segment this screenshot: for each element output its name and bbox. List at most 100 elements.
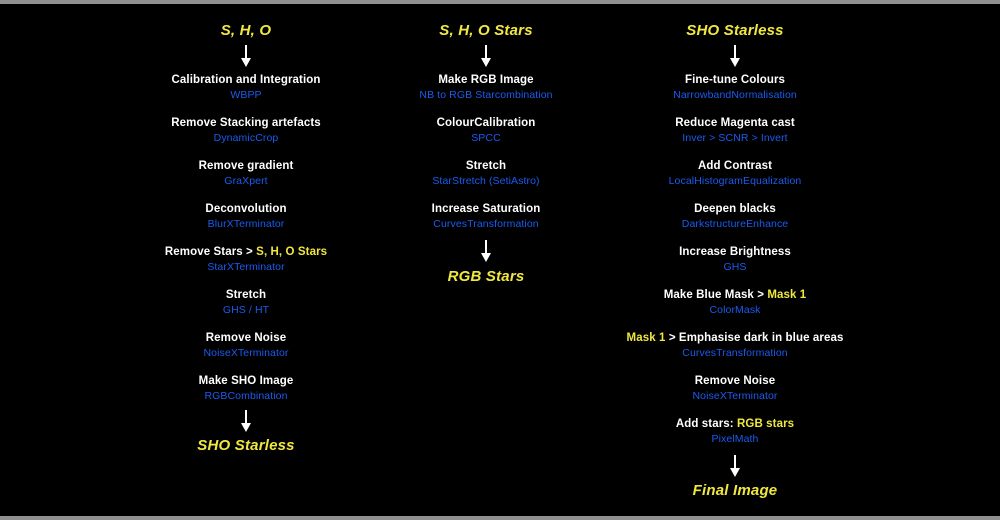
step-label: Remove Noise [692, 375, 777, 387]
step-label-highlight: S, H, O Stars [256, 246, 328, 258]
arrow-head-icon [241, 423, 251, 432]
step-label-text: Increase Brightness [679, 246, 791, 258]
process-step[interactable]: Make Blue Mask > Mask 1 ColorMask [664, 289, 807, 316]
step-label: Mask 1 > Emphasise dark in blue areas [627, 332, 844, 344]
step-label: Make RGB Image [419, 74, 552, 86]
step-label: ColourCalibration [437, 117, 536, 129]
frame-bottom-bar [0, 516, 1000, 520]
flow-arrow-down [729, 45, 741, 67]
step-tool-name[interactable]: WBPP [230, 89, 262, 101]
step-label: Stretch [432, 160, 539, 172]
step-label-text: Remove Stacking artefacts [171, 117, 321, 129]
arrow-shaft [245, 410, 247, 423]
step-tool-name[interactable]: NoiseXTerminator [203, 347, 289, 359]
step-label: Calibration and Integration [171, 74, 320, 86]
flow-arrow-down [240, 45, 252, 67]
step-label: Remove Stars > S, H, O Stars [165, 246, 327, 258]
step-label: Make Blue Mask > Mask 1 [664, 289, 807, 301]
step-label-highlight: Mask 1 [626, 332, 666, 344]
flow-arrow-down [729, 455, 741, 477]
step-tool-name[interactable]: NB to RGB Starcombination [419, 89, 553, 101]
step-tool-name[interactable]: ColorMask [709, 304, 761, 316]
step-tool-name[interactable]: NoiseXTerminator [692, 390, 778, 402]
step-tool-name[interactable]: GHS / HT [222, 304, 270, 316]
step-label-text: Remove Noise [694, 375, 776, 387]
step-label-highlight: Mask 1 [767, 289, 807, 301]
arrow-head-icon [730, 58, 740, 67]
arrow-head-icon [481, 253, 491, 262]
step-label: Reduce Magenta cast [675, 117, 795, 129]
arrow-shaft [485, 240, 487, 253]
step-label-text: Make RGB Image [438, 74, 534, 86]
step-tool-name[interactable]: GHS [723, 261, 747, 273]
step-label-text: Remove Noise [205, 332, 287, 344]
step-tool-name[interactable]: StarXTerminator [207, 261, 285, 273]
stage-output-label: Final Image [692, 482, 778, 499]
step-label: Remove Noise [203, 332, 288, 344]
step-label: Add Contrast [669, 160, 802, 172]
step-label-text: Remove gradient [198, 160, 294, 172]
step-label: Stretch [223, 289, 269, 301]
step-label-text: Fine-tune Colours [684, 74, 786, 86]
step-label: Fine-tune Colours [673, 74, 797, 86]
step-tool-name[interactable]: Inver > SCNR > Invert [682, 132, 788, 144]
stage-header: S, H, O Stars [439, 22, 533, 39]
arrow-shaft [734, 45, 736, 58]
arrow-shaft [485, 45, 487, 58]
step-label: Deepen blacks [682, 203, 788, 215]
step-label: Increase Saturation [432, 203, 541, 215]
step-tool-name[interactable]: NarrowbandNormalisation [673, 89, 797, 101]
step-label: Remove gradient [199, 160, 294, 172]
step-label: Remove Stacking artefacts [171, 117, 321, 129]
step-label: Add stars: RGB stars [676, 418, 794, 430]
process-step[interactable]: Make RGB Image NB to RGB Starcombination [419, 74, 552, 101]
step-tool-name[interactable]: StarStretch (SetiAstro) [432, 175, 540, 187]
step-label-text: Stretch [225, 289, 267, 301]
step-tool-name[interactable]: CurvesTransformation [433, 218, 539, 230]
frame-top-bar [0, 0, 1000, 4]
step-label-text: Make SHO Image [198, 375, 294, 387]
step-tool-name[interactable]: DynamicCrop [213, 132, 279, 144]
step-label: Increase Brightness [679, 246, 791, 258]
step-tool-name[interactable]: BlurXTerminator [207, 218, 285, 230]
step-tool-name[interactable]: RGBCombination [204, 390, 288, 402]
step-label-text: Calibration and Integration [171, 74, 321, 86]
step-tool-name[interactable]: GraXpert [224, 175, 268, 187]
step-label: Deconvolution [205, 203, 286, 215]
flow-arrow-down [240, 410, 252, 432]
step-label-highlight: RGB stars [737, 418, 795, 430]
step-label: Make SHO Image [199, 375, 294, 387]
stage-output-label: RGB Stars [447, 268, 525, 285]
step-tool-name[interactable]: CurvesTransformation [682, 347, 788, 359]
step-label-text: Stretch [465, 160, 507, 172]
arrow-head-icon [730, 468, 740, 477]
step-tool-name[interactable]: LocalHistogramEqualization [668, 175, 802, 187]
stage-header: SHO Starless [686, 22, 784, 39]
step-label-text: Deconvolution [205, 203, 287, 215]
step-tool-name[interactable]: DarkstructureEnhance [681, 218, 789, 230]
step-tool-name[interactable]: SPCC [471, 132, 501, 144]
step-label-text: Add Contrast [697, 160, 773, 172]
arrow-shaft [245, 45, 247, 58]
step-tool-name[interactable]: PixelMath [711, 433, 759, 445]
